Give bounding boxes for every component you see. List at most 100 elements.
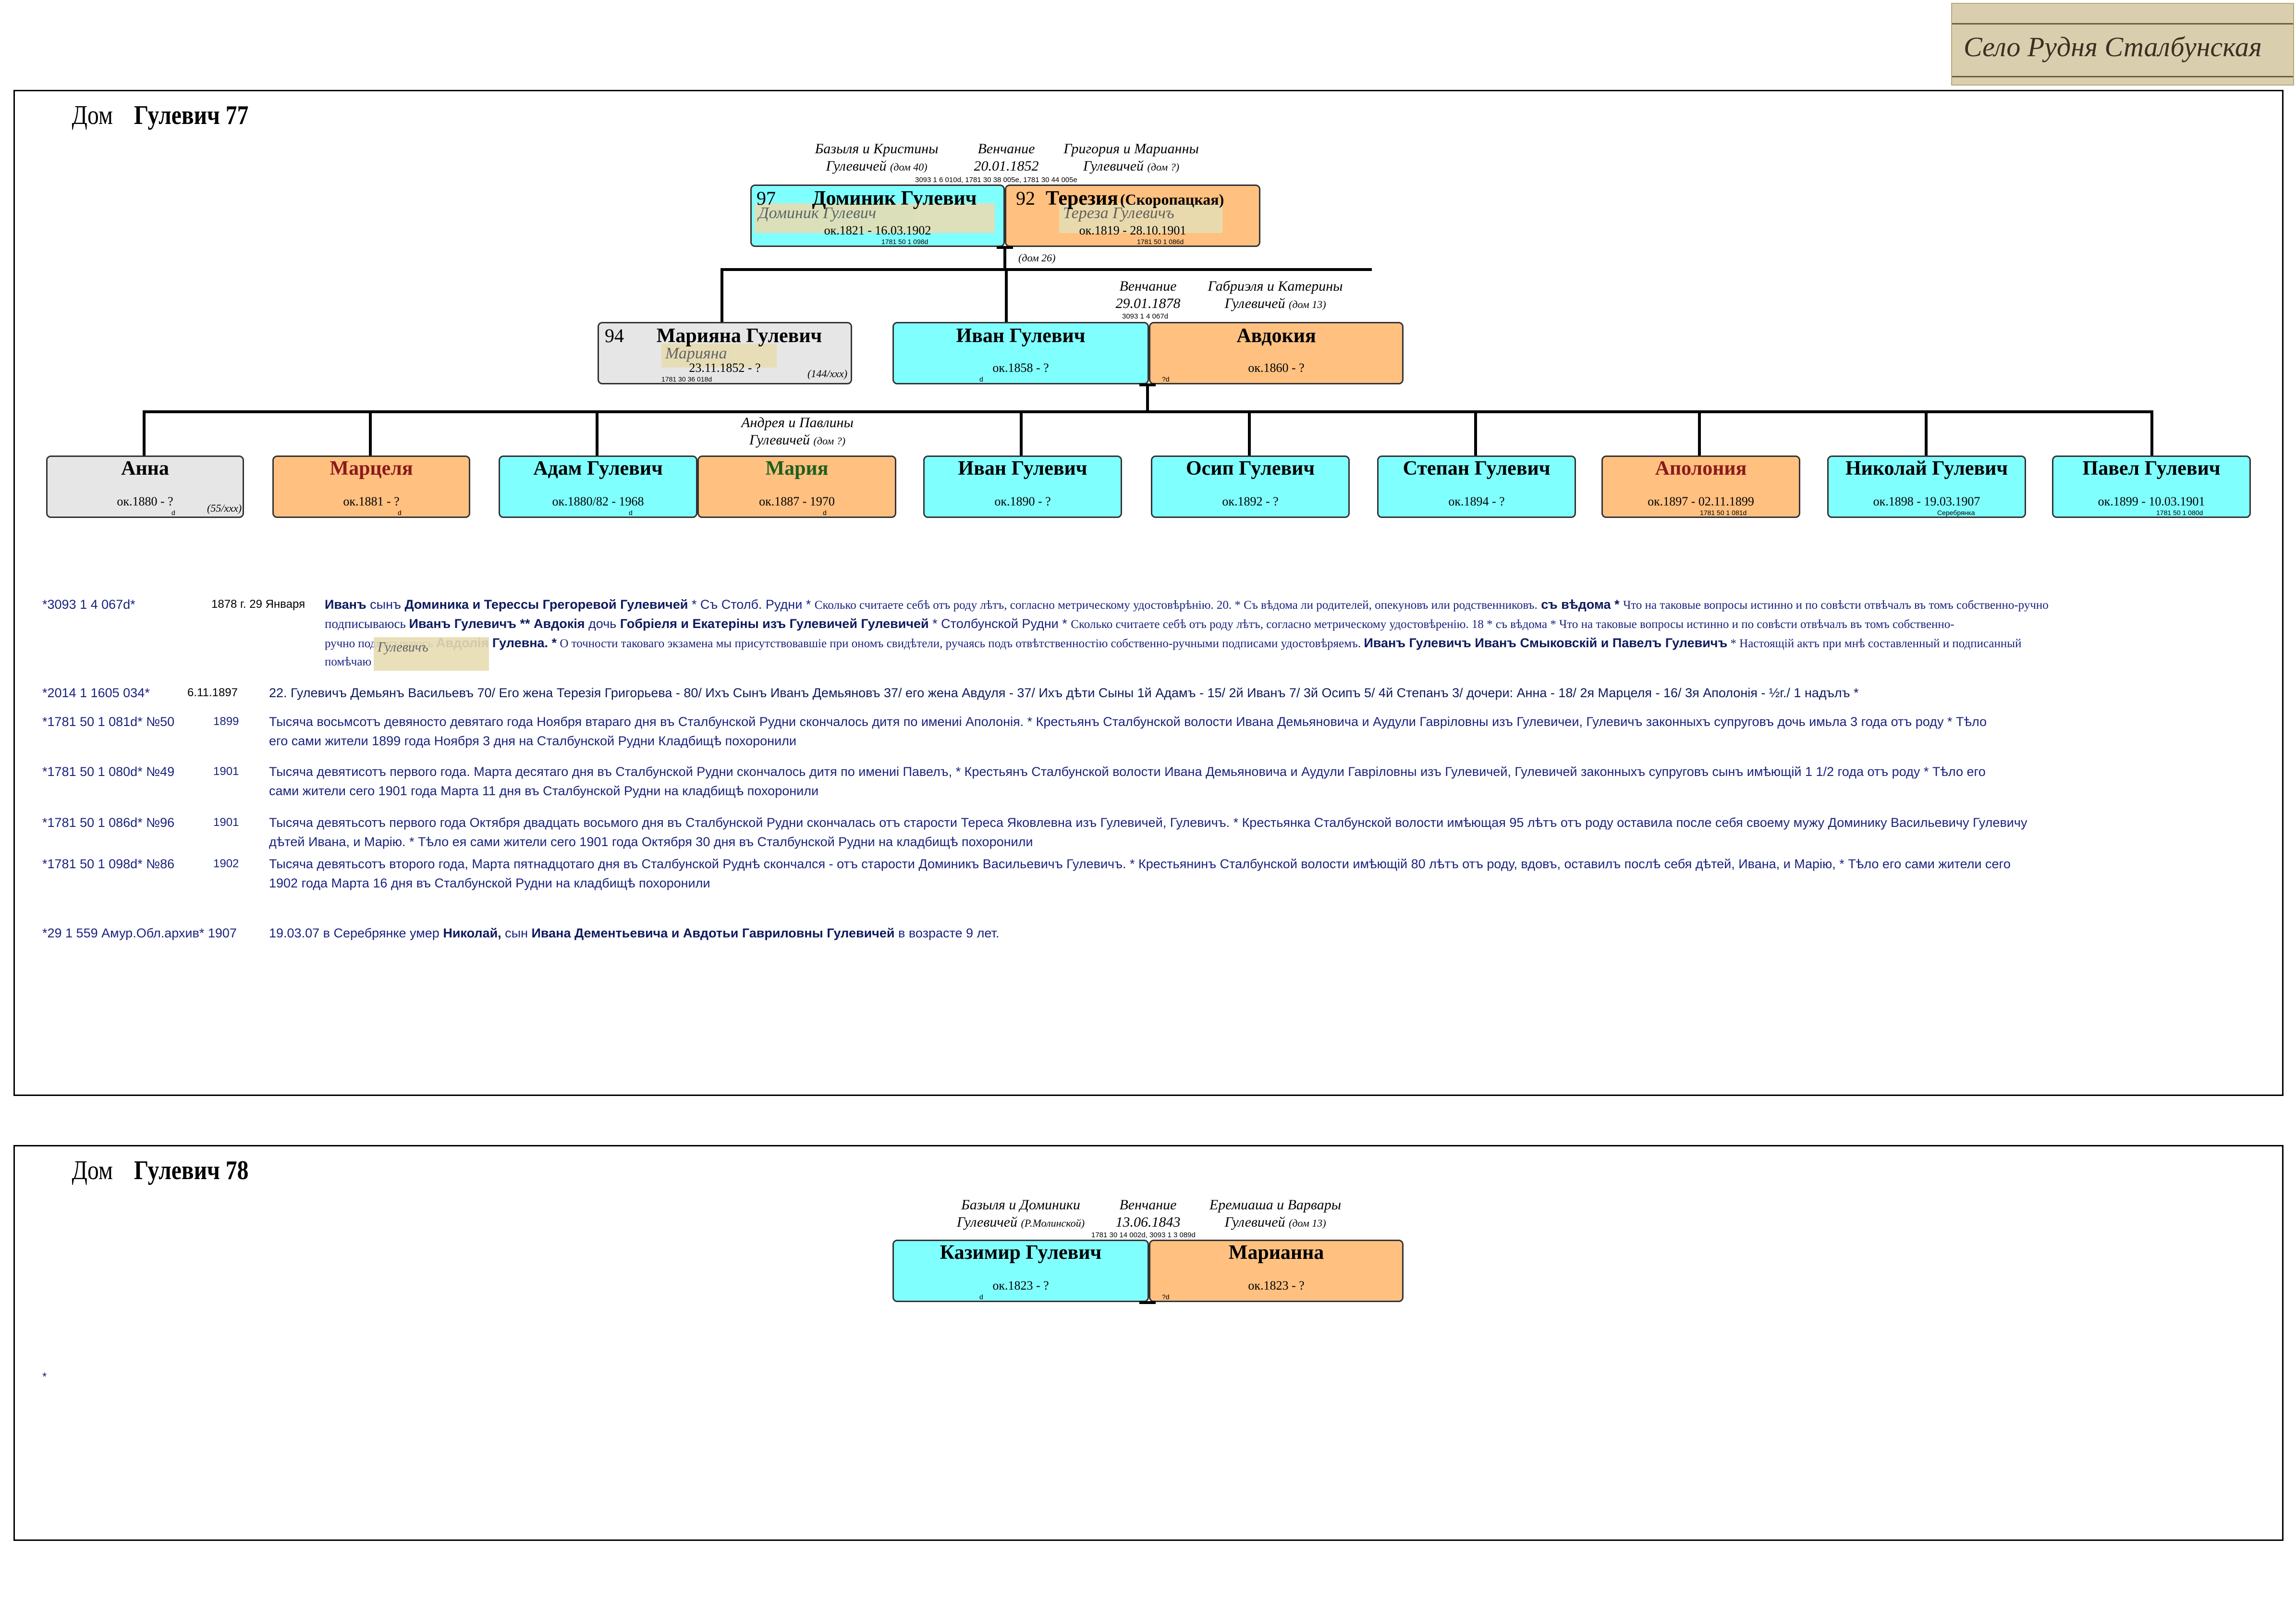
person-name: Адам Гулевич	[533, 457, 663, 480]
person-name: Степан Гулевич	[1403, 457, 1551, 480]
record-key: *2014 1 1605 034*	[42, 686, 150, 700]
connector	[2150, 410, 2153, 456]
record-ref: 1781 50 1 098d	[881, 238, 928, 246]
person-dates: ок.1897 - 02.11.1899	[1648, 494, 1754, 508]
child-apolonia[interactable]: Аполония ок.1897 - 02.11.1899 1781 50 1 …	[1601, 455, 1800, 518]
connector	[1020, 410, 1023, 456]
child-martselia[interactable]: Марцеля ок.1881 - ? d	[272, 455, 470, 518]
record-text: Тысяча девятьсотъ второго года, Марта пя…	[269, 857, 2011, 871]
connector	[369, 410, 372, 456]
person-dates: 23.11.1852 - ?	[689, 361, 761, 375]
record-text: Тысяча девятьсотъ первого года Октября д…	[269, 815, 2027, 830]
signature-image: Тереза Гулевичъ	[1059, 203, 1222, 233]
person-name: Марианна	[1228, 1242, 1324, 1264]
child-maria-spouse[interactable]: Мария ок.1887 - 1970 d	[697, 455, 896, 518]
person-dates: ок.1821 - 16.03.1902	[824, 223, 931, 237]
record-mark: 1781 50 1 080d	[2156, 509, 2203, 517]
signature-image: Гулевичъ	[374, 637, 489, 671]
person-mariana[interactable]: Марияна 94 Марияна Гулевич 23.11.1852 - …	[598, 322, 852, 384]
record-key: *1781 50 1 080d* №49	[42, 764, 175, 779]
record-mark: d	[398, 509, 402, 517]
record-text: подписываюсь Иванъ Гулевичъ ** Авдокія д…	[325, 616, 1954, 631]
record-key: *1781 50 1 086d* №96	[42, 815, 175, 830]
record-text: дѣтей Ивана, и Марію. * Тѣло ея сами жит…	[269, 835, 1033, 849]
terezia-parents-caption: Григория и Марианны Гулевичей (дом ?)	[1063, 141, 1199, 174]
record-1902-dominik: *1781 50 1 098d* №86 1902 Тысяча девятьс…	[42, 854, 2261, 893]
wedding-1878-caption: Венчание 29.01.1878	[1115, 278, 1181, 311]
record-text: Иванъ сынъ Доминика и Терессы Грегоревой…	[325, 597, 2049, 612]
person-dominik[interactable]: Доминик Гулевич 97 Доминик Гулевич ок.18…	[750, 185, 1005, 247]
person-number: 94	[605, 325, 624, 346]
connector	[997, 246, 1013, 249]
person-dates: ок.1887 - 1970	[759, 494, 835, 508]
marianna-parents-caption: Еремиаша и Варвары Гулевичей (дом 13)	[1209, 1197, 1342, 1230]
person-name: Павел Гулевич	[2082, 457, 2221, 480]
record-key: *1781 50 1 081d* №50	[42, 714, 175, 729]
person-dates: ок.1823 - ?	[1248, 1279, 1305, 1292]
person-name: Аполония	[1655, 457, 1747, 480]
connector	[721, 268, 1372, 271]
record-text: 19.03.07 в Серебрянке умер Николай, сын …	[269, 926, 1000, 940]
record-year: 6.11.1897	[187, 686, 238, 699]
record-mark: ?d	[1162, 375, 1170, 383]
house-78-note: *	[42, 1370, 47, 1383]
person-ivan-senior[interactable]: Иван Гулевич ок.1858 - ? d	[892, 322, 1149, 384]
person-dates: ок.1892 - ?	[1222, 494, 1279, 508]
person-name: Мария	[765, 457, 829, 480]
record-1907-nikolai: *29 1 559 Амур.Обл.архив* 1907 19.03.07 …	[42, 923, 2261, 943]
person-number: 92	[1016, 187, 1035, 209]
connector	[143, 410, 2153, 413]
child-stepan[interactable]: Степан Гулевич ок.1894 - ?	[1377, 455, 1576, 518]
person-name: Иван Гулевич	[958, 457, 1087, 480]
person-name: Осип Гулевич	[1185, 457, 1315, 480]
dom-26-note: (дом 26)	[1018, 252, 1056, 264]
wedding-1878-ref: 3093 1 4 067d	[1122, 312, 1168, 320]
record-1901-teresa: *1781 50 1 086d* №96 1901 Тысяча девятьс…	[42, 813, 2261, 851]
person-name: Доминик Гулевич	[812, 187, 977, 209]
person-name: Терезия (Скоропацкая)	[1046, 187, 1224, 209]
person-dates: ок.1860 - ?	[1248, 361, 1305, 375]
record-1899-apolonia: *1781 50 1 081d* №50 1899 Тысяча восьмсо…	[42, 712, 2261, 751]
connector	[721, 268, 723, 323]
person-avdokia[interactable]: Авдокия ок.1860 - ? ?d	[1149, 322, 1404, 384]
kazimir-parents-caption: Базыля и Доминики Гулевичей (Р.Молинской…	[956, 1197, 1085, 1230]
connector	[1698, 410, 1701, 456]
record-mark: d	[979, 375, 983, 383]
person-name: Марцеля	[330, 457, 413, 480]
maria-parents-caption: Андрея и Павлины Гулевичей (дом ?)	[741, 415, 854, 448]
dominik-parents-caption: Базыля и Кристины Гулевичей (дом 40)	[815, 141, 939, 174]
child-anna[interactable]: Анна ок.1880 - ? d (55/xxx)	[46, 455, 244, 518]
person-dates: ок.1823 - ?	[992, 1279, 1049, 1292]
person-dates: ок.1880/82 - 1968	[552, 494, 644, 508]
person-dates: ок.1819 - 28.10.1901	[1079, 223, 1186, 237]
record-key: *3093 1 4 067d*	[42, 597, 135, 612]
signature-image: Доминик Гулевич	[755, 203, 995, 233]
connector	[596, 410, 598, 456]
person-name: Николай Гулевич	[1845, 457, 2008, 480]
record-text: Тысяча восьмсотъ девяносто девятаго года…	[269, 714, 1987, 729]
record-mark: d	[171, 509, 175, 517]
record-text: Тысяча девятисотъ первого года. Марта де…	[269, 764, 1986, 779]
person-dates: ок.1880 - ?	[117, 494, 173, 508]
child-adam[interactable]: Адам Гулевич ок.1880/82 - 1968 d	[499, 455, 697, 518]
person-dates: ок.1881 - ?	[343, 494, 400, 508]
record-mark: ?d	[1162, 1293, 1170, 1301]
house-78-frame	[13, 1145, 2284, 1541]
record-year: 1901	[213, 816, 239, 829]
record-text: 1902 года Марта 16 дня въ Сталбунской Ру…	[269, 876, 710, 890]
child-osip[interactable]: Осип Гулевич ок.1892 - ?	[1151, 455, 1350, 518]
record-mark: Серебрянка	[1937, 509, 1975, 517]
child-ivan[interactable]: Иван Гулевич ок.1890 - ?	[923, 455, 1122, 518]
record-ref: 1781 30 36 018d	[661, 375, 712, 383]
person-dates: ок.1858 - ?	[992, 361, 1049, 375]
person-terezia[interactable]: Тереза Гулевичъ 92 Терезия (Скоропацкая)…	[1005, 185, 1260, 247]
record-1897-census: *2014 1 1605 034* 6.11.1897 22. Гулевичъ…	[42, 683, 2261, 702]
person-marianna[interactable]: Марианна ок.1823 - ? ?d	[1149, 1240, 1404, 1302]
child-pavel[interactable]: Павел Гулевич ок.1899 - 10.03.1901 1781 …	[2052, 455, 2251, 518]
person-kazimir[interactable]: Казимир Гулевич ок.1823 - ? d	[892, 1240, 1149, 1302]
record-year: 1901	[213, 765, 239, 778]
record-key: *29 1 559 Амур.Обл.архив* 1907	[42, 926, 237, 940]
child-nikolai[interactable]: Николай Гулевич ок.1898 - 19.03.1907 Сер…	[1827, 455, 2026, 518]
person-name: Казимир Гулевич	[940, 1242, 1102, 1264]
